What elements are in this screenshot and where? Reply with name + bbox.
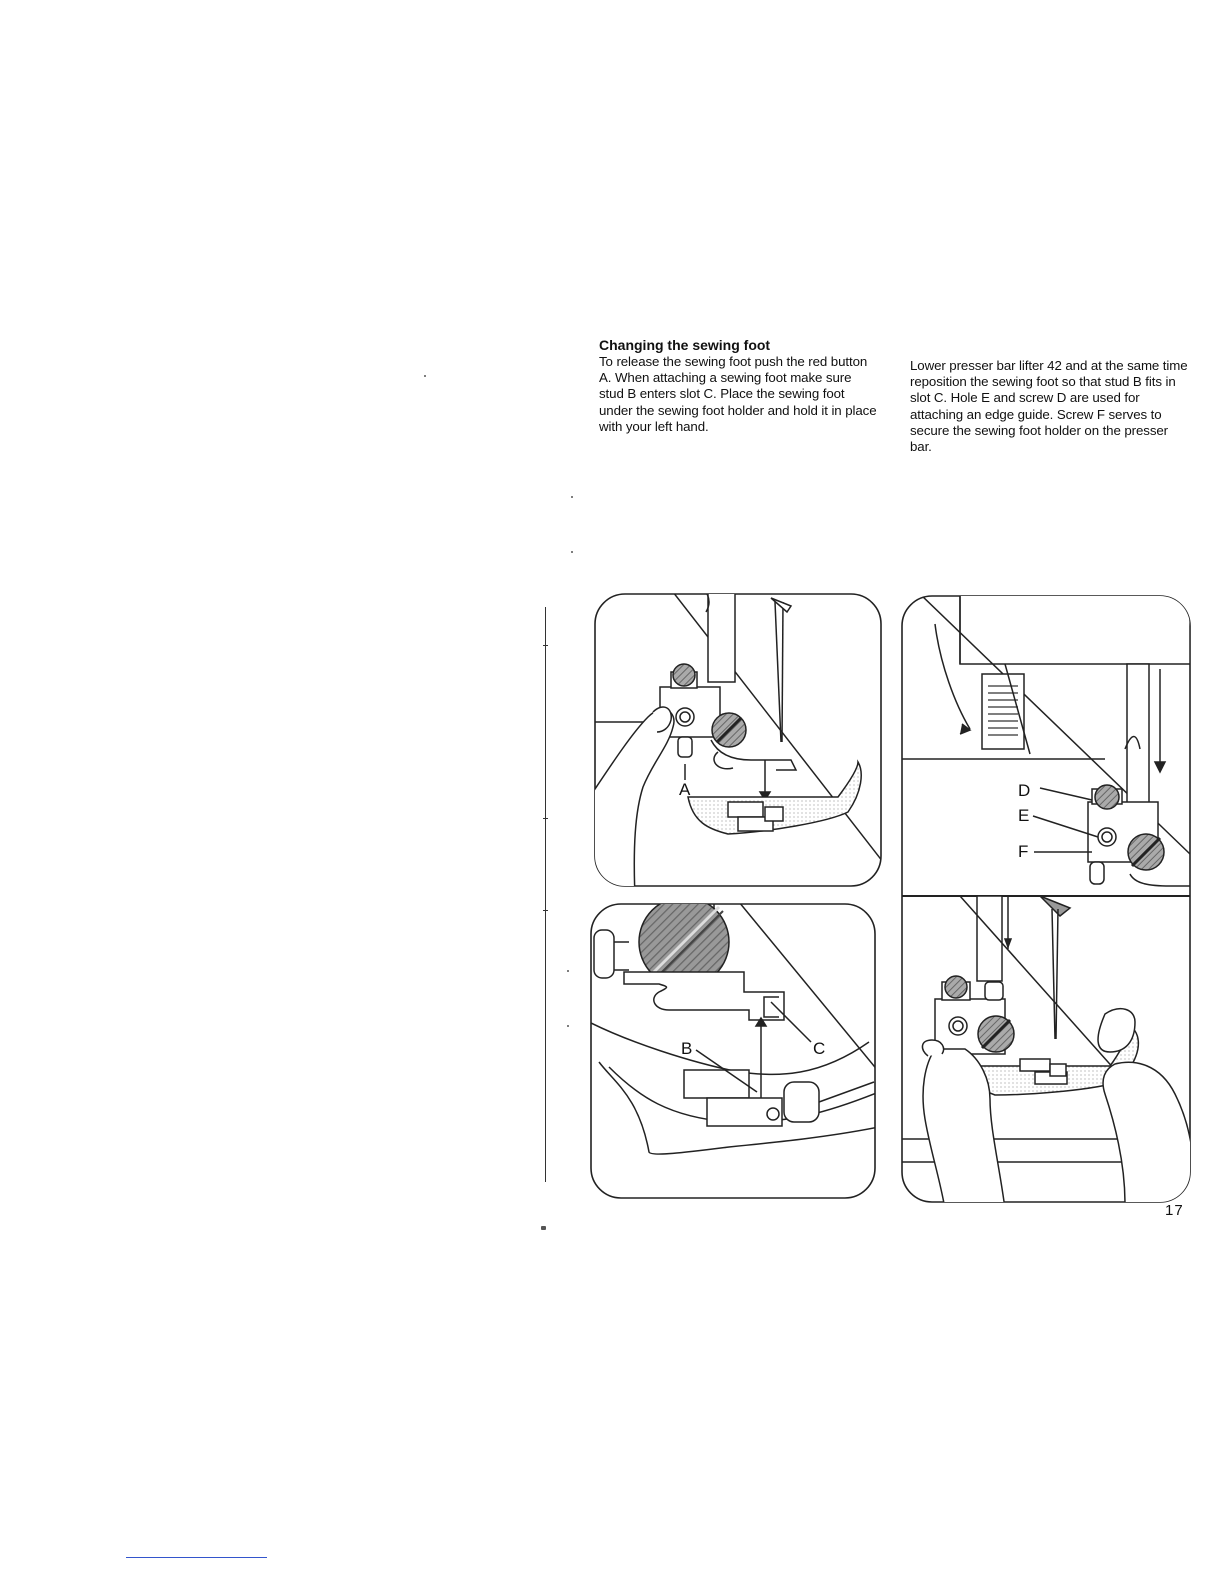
margin-tick [543,910,548,911]
scan-speck [571,496,573,498]
label-hole-e: E [1018,806,1029,825]
scan-speck [424,375,426,377]
section-heading: Changing the sewing foot [599,337,771,353]
margin-tick [543,818,548,819]
label-stud-b: B [681,1039,692,1058]
instructions-left-column: To release the sewing foot push the red … [599,354,877,434]
binding-margin-rule [545,607,546,1182]
label-screw-f: F [1018,842,1028,861]
figure-stud-and-slot: B C [589,902,879,1202]
scan-speck [571,551,573,553]
scan-speck [567,970,569,972]
scan-speck [541,1226,546,1230]
label-screw-d: D [1018,781,1030,800]
figure-holder-screws: D E F [900,594,1192,1206]
label-button-a: A [679,780,691,799]
margin-tick [543,645,548,646]
label-slot-c: C [813,1039,825,1058]
footer-link-underline [126,1557,267,1558]
figure-release-button: A [593,592,885,890]
instructions-right-column: Lower presser bar lifter 42 and at the s… [910,358,1188,455]
scan-speck [567,1025,569,1027]
page-number: 17 [1165,1202,1184,1219]
